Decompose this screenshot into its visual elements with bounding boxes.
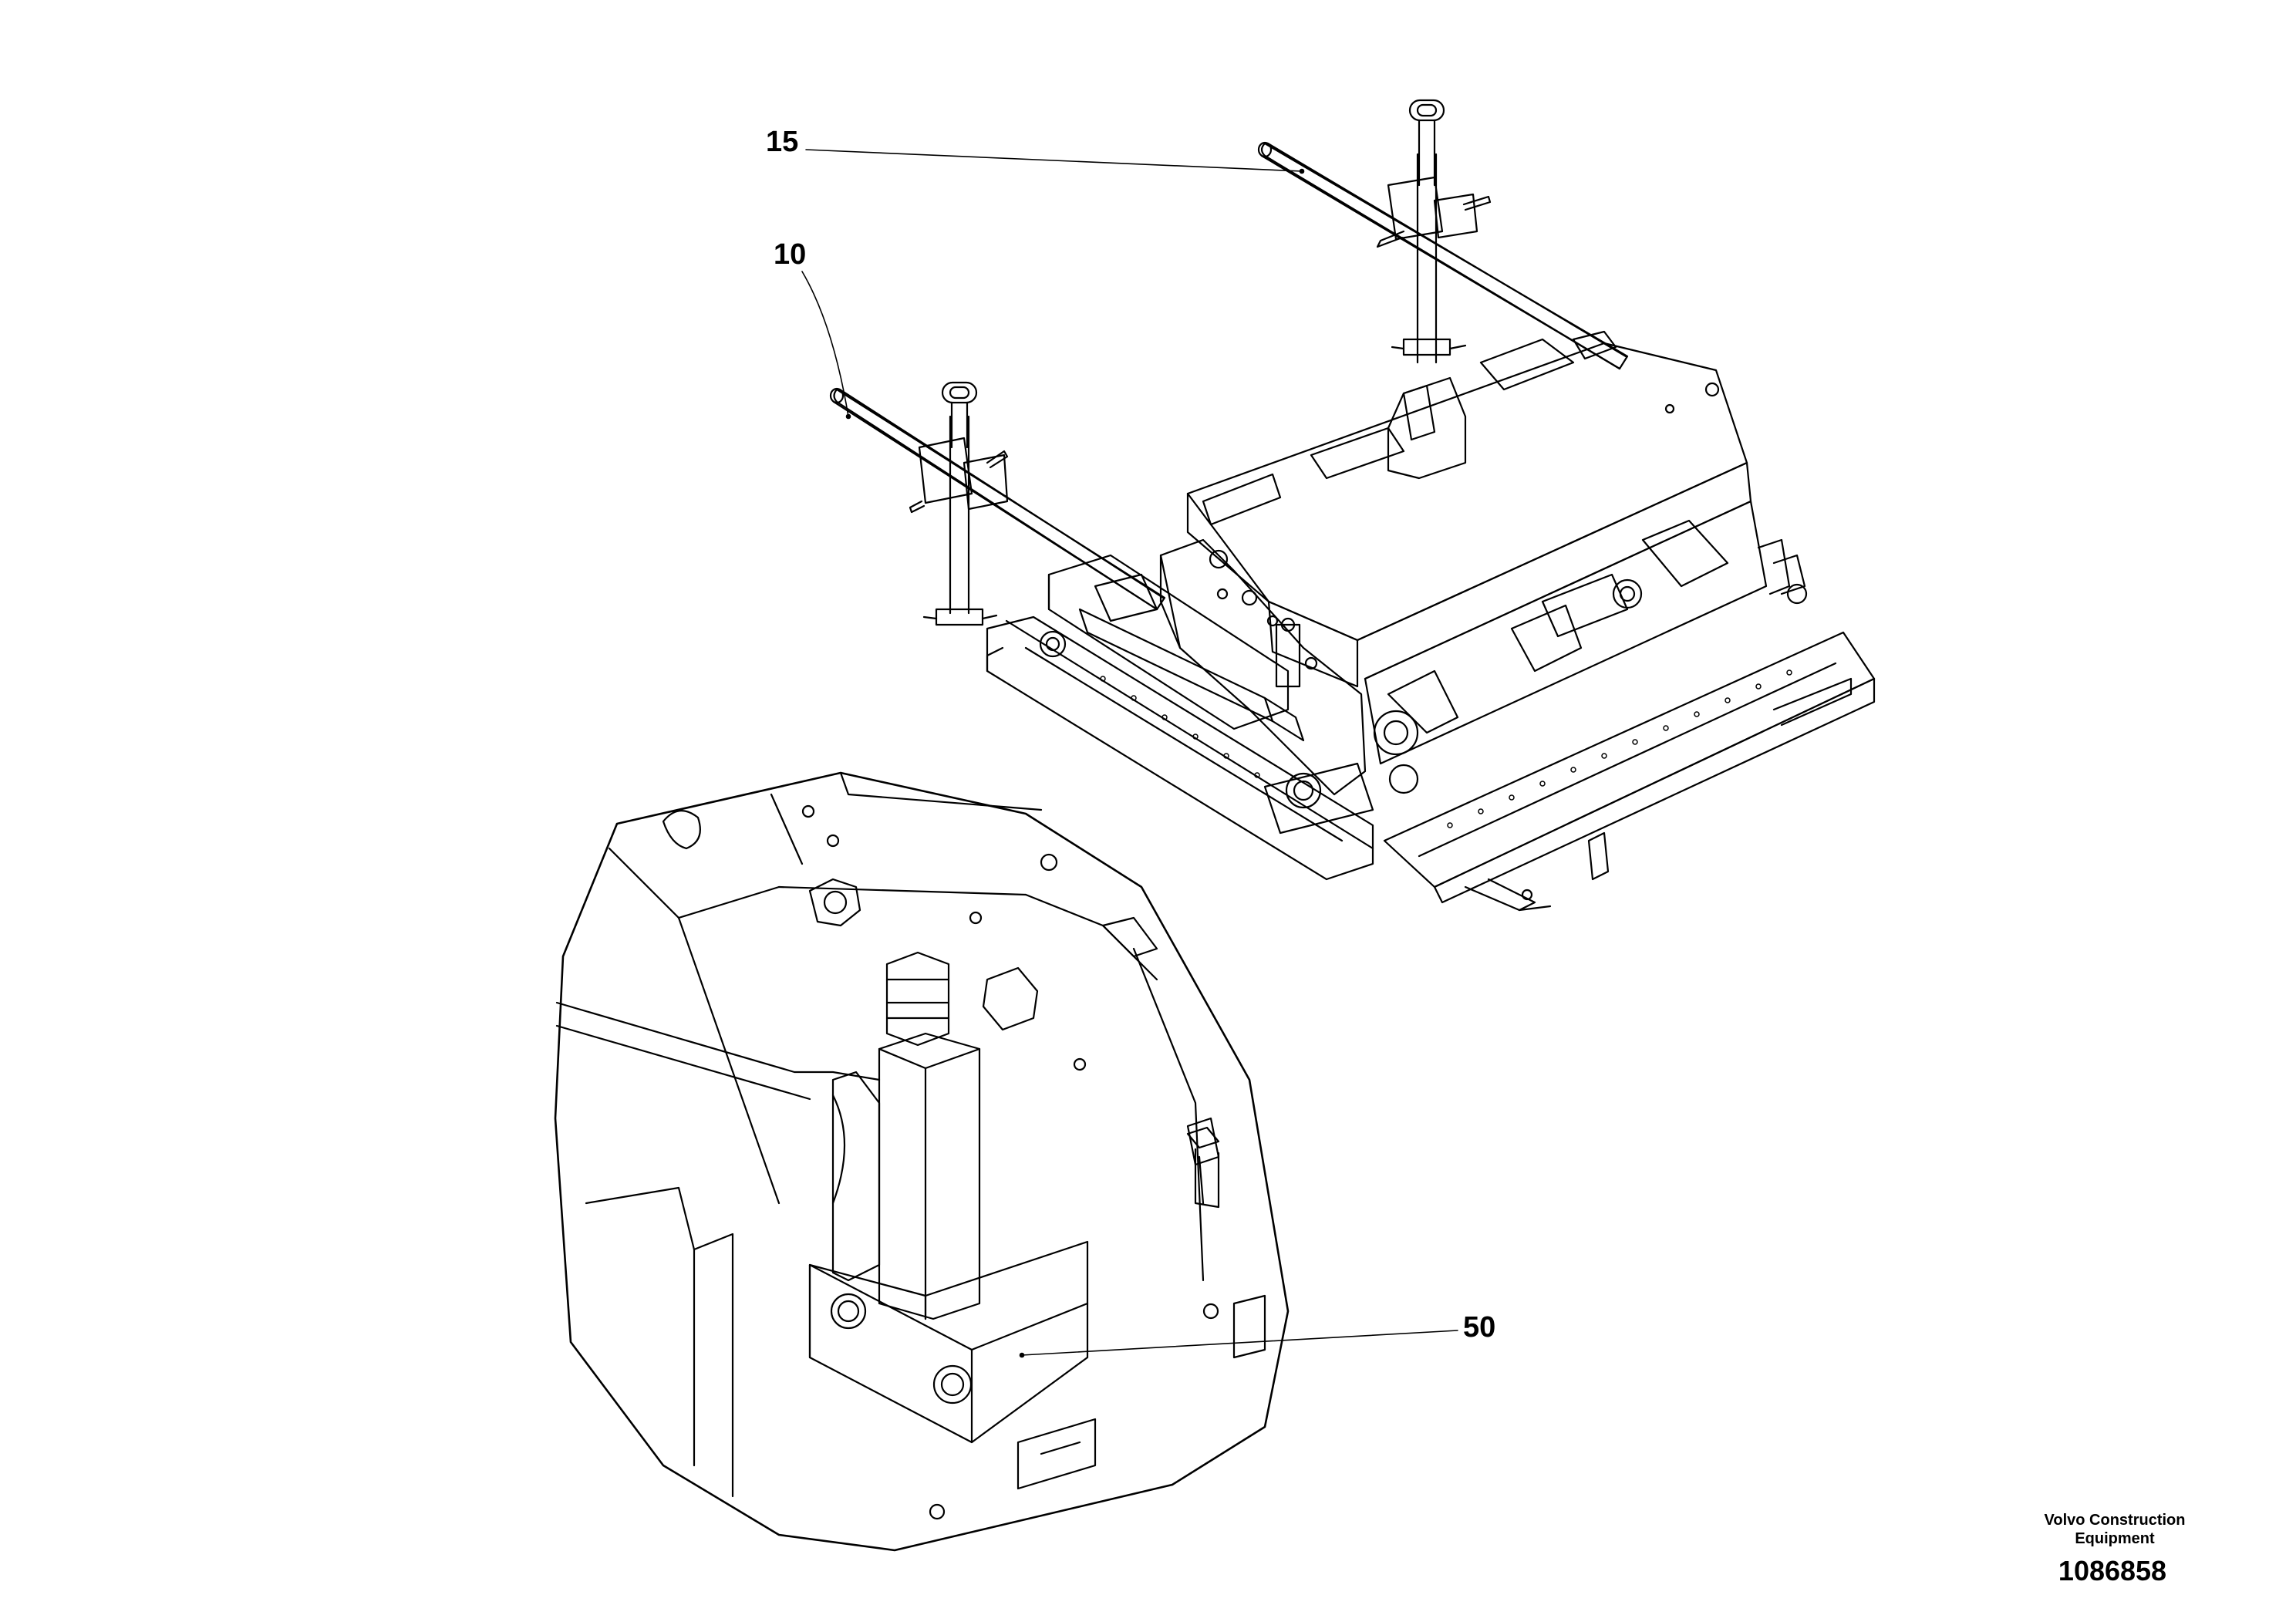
leader-15 (805, 149, 1303, 172)
callout-50: 50 (1463, 1311, 1496, 1344)
callout-10: 10 (774, 238, 807, 271)
leader-lines (801, 149, 1458, 1358)
leader-50 (1021, 1330, 1458, 1356)
sensor-beam-15 (1257, 99, 1629, 370)
leader-10 (801, 271, 849, 417)
screed-assembly (986, 330, 1876, 912)
document-number: 1086858 (2058, 1555, 2167, 1587)
detail-view-50 (554, 771, 1290, 1552)
sensor-beam-10 (829, 381, 1166, 626)
callout-15: 15 (766, 126, 799, 158)
brand-line-1: Volvo Construction (2044, 1512, 2186, 1529)
brand-line-2: Equipment (2075, 1530, 2155, 1547)
